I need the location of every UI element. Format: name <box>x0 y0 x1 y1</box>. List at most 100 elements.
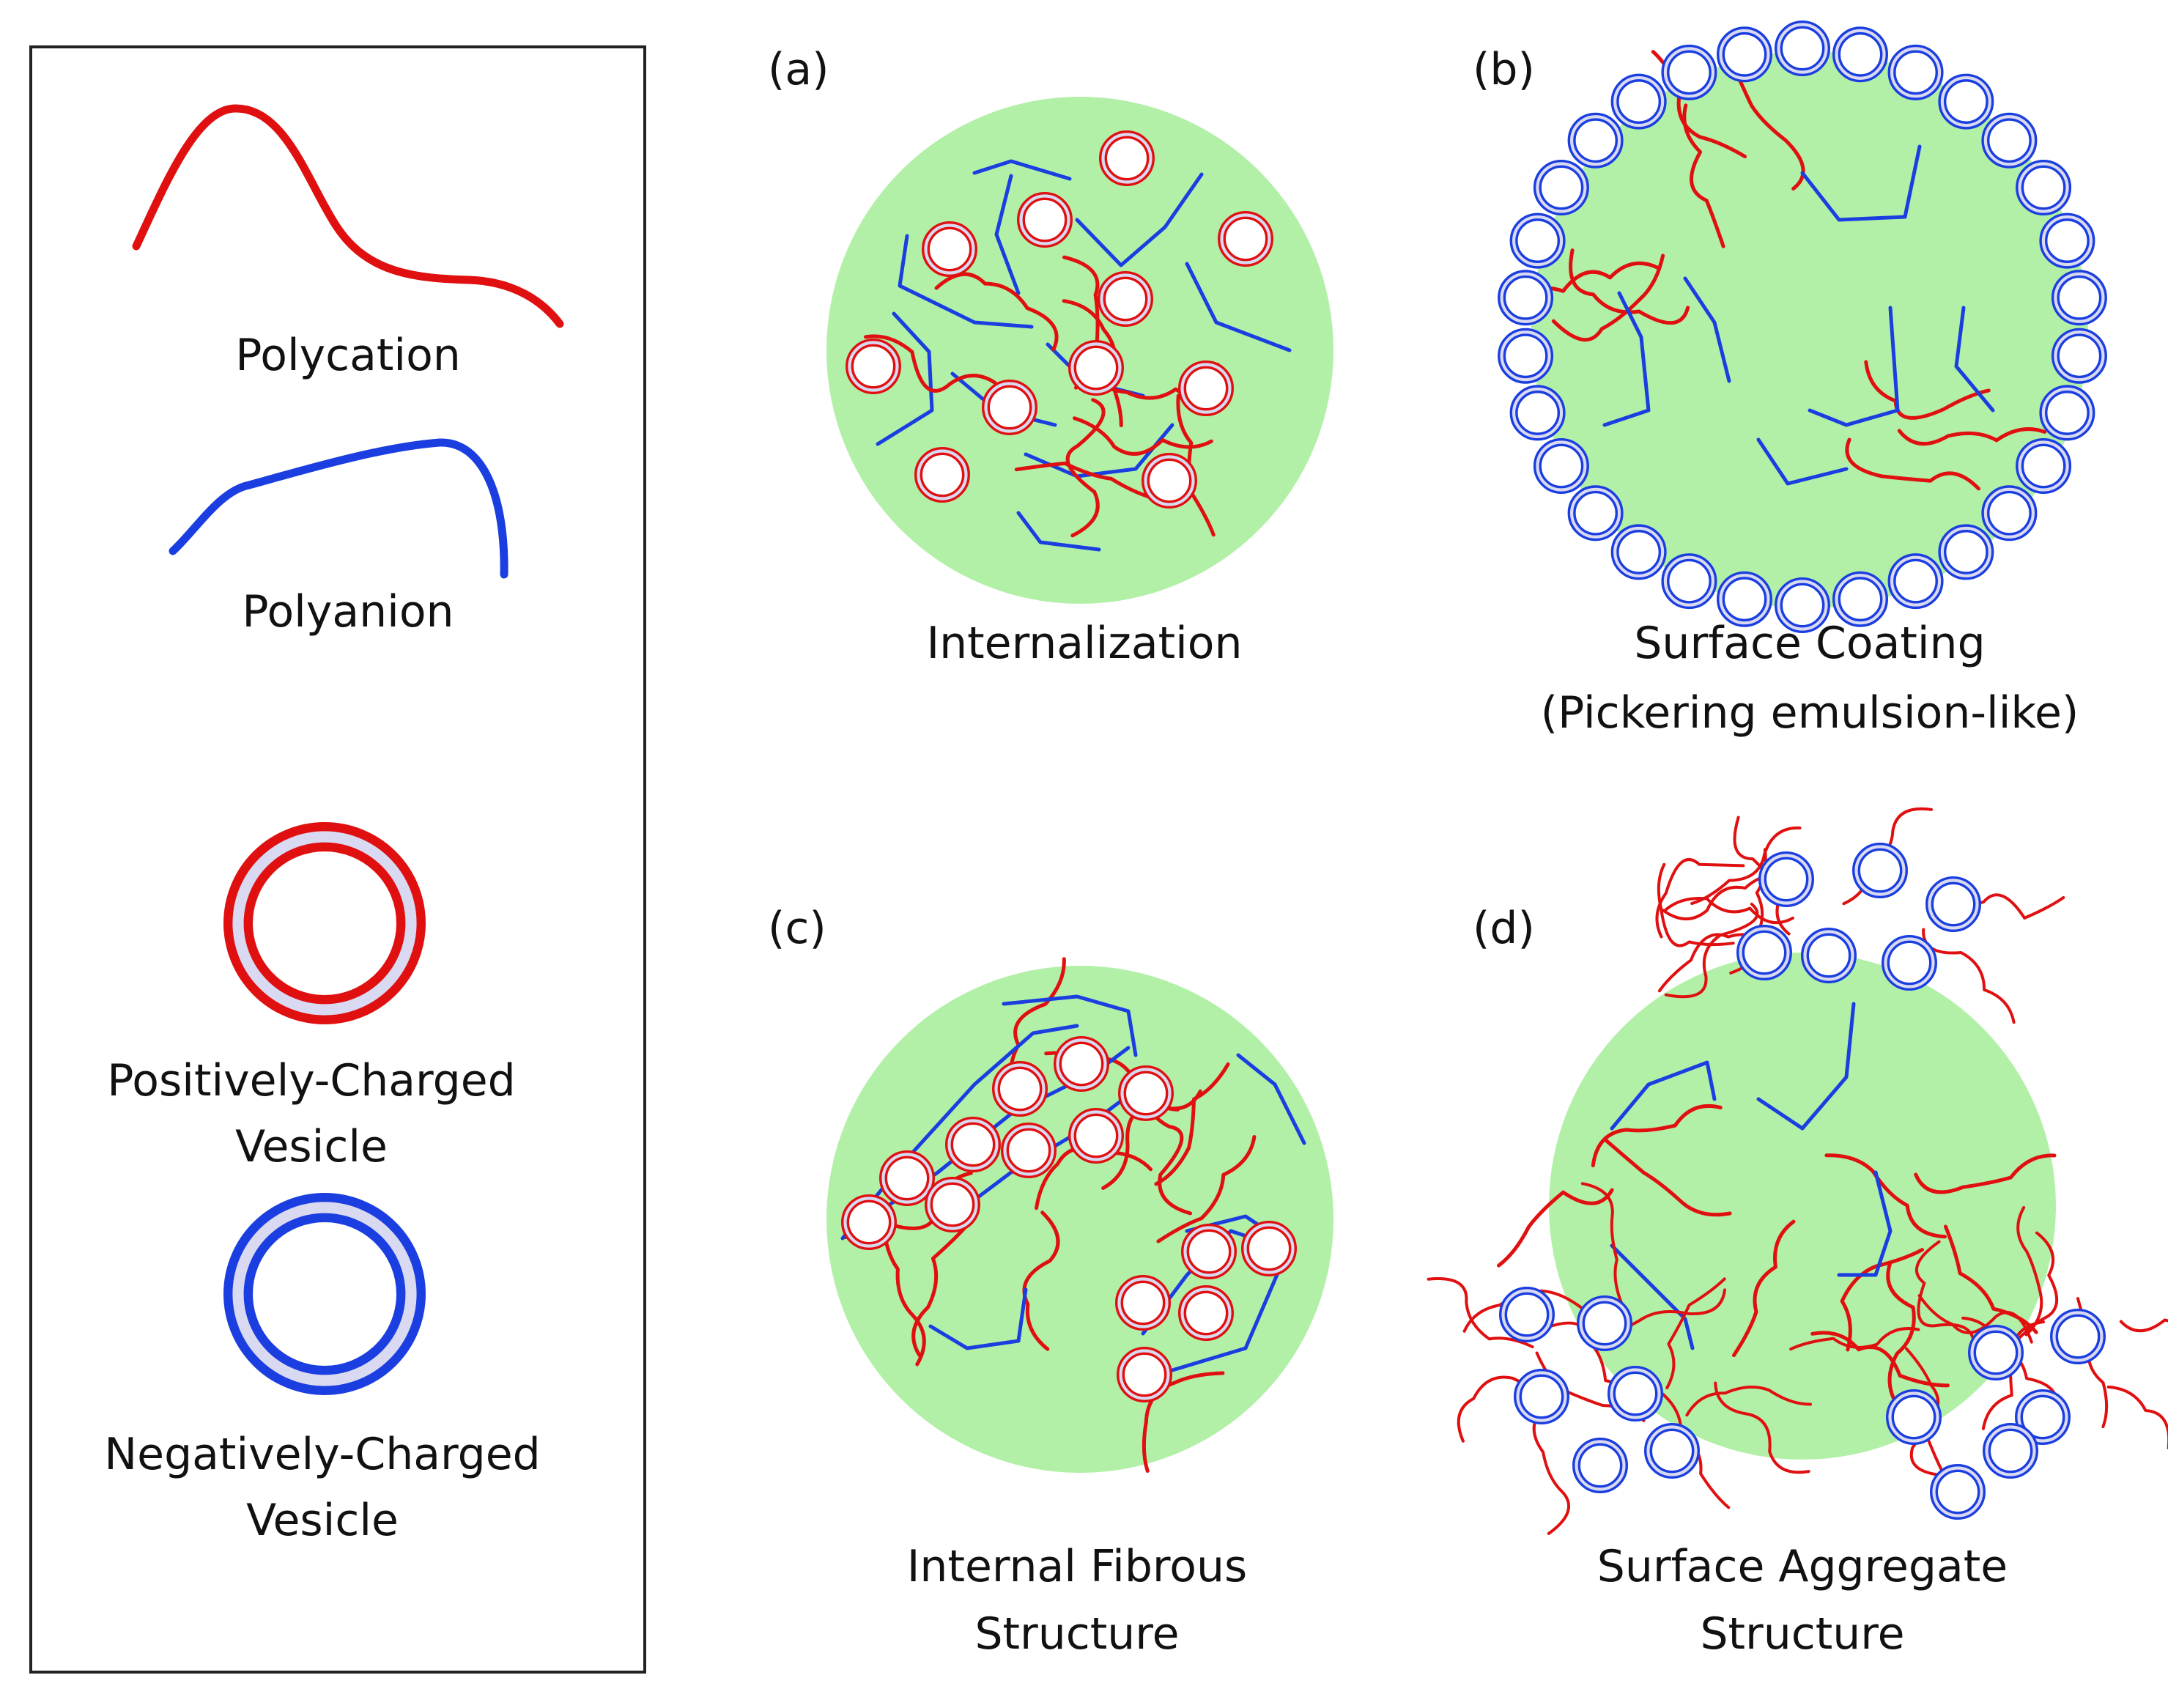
panel-b-vesicle <box>2051 328 2107 384</box>
panel-c-polycation <box>881 1220 926 1367</box>
panel-d-aggregate-chains-top <box>1663 897 1794 925</box>
panel-a-vesicle <box>1098 130 1155 186</box>
panel-b-vesicle <box>2051 270 2107 326</box>
panel-d-vesicle <box>1982 1422 2038 1479</box>
panel-a-vesicle <box>1068 339 1124 396</box>
panel-c-polyanion <box>928 1287 1028 1350</box>
panel-b-vesicle <box>2016 159 2072 215</box>
panel-d-aggregate-chains-right <box>1915 1240 1976 1347</box>
panel-d-vesicle <box>1736 924 1792 980</box>
panel-b-polycation <box>1682 103 1725 248</box>
panel-a-polyanion <box>994 174 1021 295</box>
panel-b-polycation <box>1569 248 1690 325</box>
legend-polycation-chain <box>132 104 564 328</box>
panel-b-vesicle <box>1887 553 1944 610</box>
panel-a-polyanion <box>876 311 934 446</box>
panel-d-polycation <box>1840 1248 1924 1352</box>
panel-c-polycation <box>911 1222 970 1357</box>
panel-d-polycation <box>1497 1188 1614 1268</box>
panel-c-polycation <box>1154 1062 1230 1186</box>
panel-d-polycation <box>1914 1153 2057 1194</box>
panel-b-polyanion <box>1808 306 1900 427</box>
panel-b-polyanion <box>1756 437 1849 486</box>
panel-b-caption-line2: (Pickering emulsion-like) <box>1540 687 2079 739</box>
panel-c-vesicle <box>944 1116 1001 1172</box>
panel-c-vesicle <box>1240 1220 1297 1276</box>
legend-negative-vesicle <box>223 1192 426 1395</box>
panel-d-aggregate-chains-right <box>1917 1294 2033 1344</box>
panel-b-vesicle <box>1610 524 1667 580</box>
legend-box <box>29 45 646 1674</box>
panel-c-caption-line2: Structure <box>974 1608 1180 1660</box>
panel-b-polyanion <box>1954 306 1995 413</box>
panel-a-caption: Internalization <box>926 618 1243 669</box>
panel-d-polycation <box>1591 1103 1723 1168</box>
panel-d-polyanion <box>1756 1002 1856 1131</box>
panel-b-vesicle <box>1938 73 1994 130</box>
panel-b-vesicle <box>1498 328 1554 384</box>
panel-b-vesicle <box>1774 577 1830 634</box>
panel-d-aggregate-chains-left <box>1532 1406 1570 1535</box>
panel-d-vesicle <box>1929 1463 1986 1520</box>
panel-a-polycation <box>934 272 1059 352</box>
panel-a-vesicle <box>845 338 901 394</box>
panel-d-caption-line2: Structure <box>1700 1608 1905 1660</box>
panel-c-vesicle <box>1177 1284 1234 1341</box>
panel-c-vesicle <box>1117 1065 1174 1121</box>
panel-d-vesicle <box>1498 1286 1555 1342</box>
panel-b-vesicle <box>2016 438 2072 495</box>
legend-polycation-label: Polycation <box>235 330 461 381</box>
panel-b-vesicle <box>1509 385 1566 441</box>
panel-d-vesicle <box>1607 1365 1663 1422</box>
panel-b-polycation <box>1897 427 2047 446</box>
panel-d-polycation <box>1732 1219 1796 1358</box>
panel-a-polycation <box>1073 416 1213 456</box>
panel-b-vesicle <box>1498 270 1554 326</box>
legend-polyanion-label: Polyanion <box>242 586 454 637</box>
panel-a-polyanion <box>1185 262 1292 352</box>
panel-b-vesicle <box>1774 20 1830 77</box>
panel-d-aggregate-chains-right <box>1789 1327 1920 1351</box>
panel-d-vesicle <box>1800 927 1857 983</box>
panel-b-tag: (b) <box>1473 44 1535 95</box>
panel-d-vesicle <box>1881 934 1937 991</box>
legend-polyanion-chain <box>169 438 508 579</box>
panel-a-polyanion <box>898 234 1034 329</box>
panel-a-tag: (a) <box>768 44 829 95</box>
panel-a-vesicle <box>914 447 970 503</box>
panel-b-vesicle <box>2039 212 2095 269</box>
panel-a-vesicle <box>981 380 1037 436</box>
panel-c-vesicle <box>840 1194 897 1250</box>
panel-d-vesicle <box>1758 851 1814 907</box>
panel-d-aggregate-chains-left <box>1580 1182 1624 1305</box>
panel-d-aggregate-chains-right <box>2016 1206 2043 1337</box>
panel-c-polyanion <box>1236 1053 1306 1145</box>
panel-d-aggregate-chains-right <box>2106 1385 2168 1450</box>
panel-d-vesicle <box>1513 1368 1569 1424</box>
panel-d-aggregate-chains-top <box>1655 858 1745 939</box>
panel-c-tag: (c) <box>768 903 826 954</box>
panel-a-polyanion <box>1016 511 1101 552</box>
panel-a-vesicle <box>1217 210 1273 267</box>
panel-d-aggregate-chains-right <box>2008 1231 2059 1350</box>
panel-d-aggregate-chains-top <box>1657 862 1735 947</box>
panel-b-vesicle <box>1832 26 1889 83</box>
panel-c-vesicle <box>1116 1346 1172 1402</box>
panel-d-polycation <box>1824 1153 1947 1239</box>
panel-b-vesicle <box>1567 112 1624 169</box>
panel-d-vesicle <box>2049 1308 2106 1364</box>
panel-b-vesicle <box>1716 26 1772 83</box>
panel-d-aggregate-chains-right <box>2119 1318 2168 1333</box>
panel-c-polycation <box>1156 1135 1257 1243</box>
panel-d-vesicle <box>1851 842 1908 898</box>
panel-b-vesicle <box>1938 524 1994 580</box>
legend-pos-vesicle-label-line1: Positively-Charged <box>107 1055 516 1106</box>
panel-d-aggregate-chains-top <box>1664 902 1759 999</box>
legend-neg-vesicle-label-line1: Negatively-Charged <box>104 1429 541 1480</box>
panel-d-vesicle <box>1885 1389 1942 1445</box>
panel-b-vesicle <box>1533 438 1589 495</box>
panel-a-polyanion <box>972 159 1072 181</box>
panel-c-vesicle <box>1000 1122 1057 1178</box>
panel-b-polycation <box>1551 254 1665 342</box>
